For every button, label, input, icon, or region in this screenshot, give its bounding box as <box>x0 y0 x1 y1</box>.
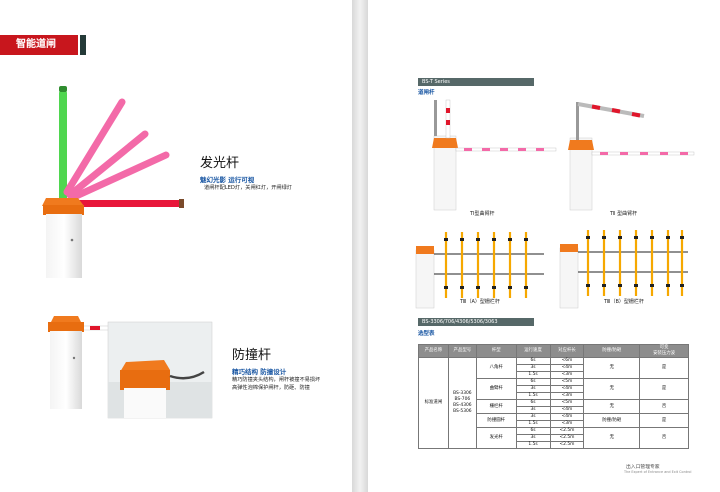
pressure-cell: 否 <box>639 399 689 414</box>
model-t2-illustration <box>568 102 695 211</box>
length-cell: <6m <box>549 357 585 365</box>
series-section-label: 道闸杆 <box>418 90 435 96</box>
red-light-arm <box>72 200 182 207</box>
length-cell: <5m <box>549 378 585 386</box>
length-cell: <2.5m <box>549 434 585 442</box>
model-t3a-caption: TⅢ（A）型栅栏杆 <box>460 299 500 305</box>
model-t1-caption: TⅠ型曲臂杆 <box>470 211 495 217</box>
model-code: BS-706 <box>454 397 471 402</box>
speed-cell: 6s <box>515 399 551 407</box>
pressure-cell: 否 <box>639 427 689 449</box>
anticollision-closeup-photo <box>107 321 213 419</box>
table-row: 1.5s<2.5m <box>419 441 689 449</box>
length-cell: <3m <box>549 420 585 428</box>
protection-cell: 无 <box>583 378 641 400</box>
green-light-arm <box>59 90 67 202</box>
pressure-cell: 是 <box>639 378 689 400</box>
speed-cell: 1.5s <box>515 392 551 400</box>
arm-type-cell: 栅栏杆 <box>475 399 517 414</box>
product-model-cell: BS-3306 BS-706 BS-4306 BS-5306 <box>447 357 477 449</box>
length-cell: <3m <box>549 371 585 379</box>
speed-cell: 3s <box>515 406 551 414</box>
length-cell: <2.5m <box>549 441 585 449</box>
speed-cell: 6s <box>515 378 551 386</box>
speed-cell: 3s <box>515 434 551 442</box>
pressure-cell: 是 <box>639 413 689 428</box>
speed-cell: 1.5s <box>515 441 551 449</box>
arm-type-cell: 八角杆 <box>475 357 517 379</box>
anticollision-description-1: 精巧防撞夹头结构，闸杆被撞不易损坏 <box>232 377 321 383</box>
glow-arm-subtitle: 魅幻光影 运行可视 <box>200 176 255 184</box>
header-accent <box>80 35 86 55</box>
pink-light-arm-3 <box>68 151 170 202</box>
page-spine <box>352 0 368 492</box>
speed-cell: 3s <box>515 413 551 421</box>
glow-arm-title: 发光杆 <box>200 156 240 171</box>
footer-subtitle: The Expert of Entrance and Exit Control <box>624 470 692 474</box>
section-header: 智能道闸 <box>0 35 78 55</box>
model-code: BS-4306 <box>453 403 472 408</box>
protection-cell: 防撞/防砸 <box>583 413 641 428</box>
model-t2-caption: TⅡ 型曲臂杆 <box>610 211 638 217</box>
header-cell: 运行速度 <box>515 344 551 358</box>
table-row: 栅栏杆 6s <5m 无 否 <box>419 399 689 414</box>
speed-cell: 1.5s <box>515 420 551 428</box>
speed-cell: 6s <box>515 427 551 435</box>
model-t3b-illustration <box>559 230 688 309</box>
spec-bar: BS-3306/706/4306/5306/3063 <box>418 318 534 326</box>
cabinet-body <box>46 214 82 278</box>
cabinet-top <box>43 205 84 215</box>
spec-section-label: 选型表 <box>418 331 435 337</box>
speed-cell: 3s <box>515 364 551 372</box>
protection-cell: 无 <box>583 357 641 379</box>
anticollision-description-2: 高弹性泡棉保护闸杆，防砸、防撞 <box>232 385 310 391</box>
pink-light-arm-2 <box>66 130 149 199</box>
length-cell: <4m <box>549 385 585 393</box>
glow-barrier-illustration <box>42 86 184 278</box>
model-code: BS-3306 <box>453 391 472 396</box>
series-bar: BS-T Series <box>418 78 534 86</box>
table-row: 标准道闸 BS-3306 BS-706 BS-4306 BS-5306 八角杆 … <box>418 357 689 449</box>
header-cell: 产品型号 <box>447 344 477 358</box>
header-cell: 防撞/防砸 <box>583 344 641 358</box>
speed-cell: 3s <box>515 385 551 393</box>
cabinet-top <box>48 322 84 332</box>
model-t3b-caption: TⅢ（B）型栅栏杆 <box>604 299 644 305</box>
footer-title: 出入口管理专家 <box>626 465 660 470</box>
pressure-cell: 是 <box>639 357 689 379</box>
protection-cell: 无 <box>583 399 641 414</box>
glow-arm-description: 道闸杆配LED灯，关闸红灯，开闸绿灯 <box>204 185 292 191</box>
model-t3a-illustration <box>415 232 544 309</box>
table-row: 曲臂杆 6s <5m 无 是 <box>419 378 689 400</box>
protection-cell: 无 <box>583 427 641 449</box>
anticollision-title: 防撞杆 <box>232 348 272 363</box>
length-cell: <4m <box>549 406 585 414</box>
speed-cell: 1.5s <box>515 371 551 379</box>
product-name-cell: 标准道闸 <box>418 357 449 449</box>
cabinet-body <box>50 331 82 409</box>
arm-type-cell: 发光杆 <box>475 427 517 449</box>
header-cell: 产品名称 <box>418 344 449 358</box>
anticollision-subtitle: 精巧结构 防撞设计 <box>232 368 287 376</box>
speed-cell: 6s <box>515 357 551 365</box>
header-cell: 对应杆长 <box>549 344 585 358</box>
length-cell: <5m <box>549 399 585 407</box>
model-code: BS-5306 <box>453 409 472 414</box>
spec-header-row: 产品名称 产品型号 杆型 运行速度 对应杆长 防撞/防砸 可变 安装压力波 <box>418 344 689 358</box>
length-cell: <4m <box>549 413 585 421</box>
pink-light-arm-1 <box>63 98 126 196</box>
header-cell: 杆型 <box>475 344 517 358</box>
length-cell: <3m <box>549 392 585 400</box>
arm-type-cell: 曲臂杆 <box>475 378 517 400</box>
model-t1-illustration <box>432 99 557 211</box>
table-row: 防撞圆杆 3s <4m 防撞/防砸 是 <box>419 413 689 428</box>
arm-type-cell: 防撞圆杆 <box>475 413 517 428</box>
spec-table: 产品名称 产品型号 杆型 运行速度 对应杆长 防撞/防砸 可变 安装压力波 标准… <box>418 344 689 449</box>
length-cell: <4m <box>549 364 585 372</box>
length-cell: <2.5m <box>549 427 585 435</box>
header-cell: 可变 安装压力波 <box>639 344 689 358</box>
